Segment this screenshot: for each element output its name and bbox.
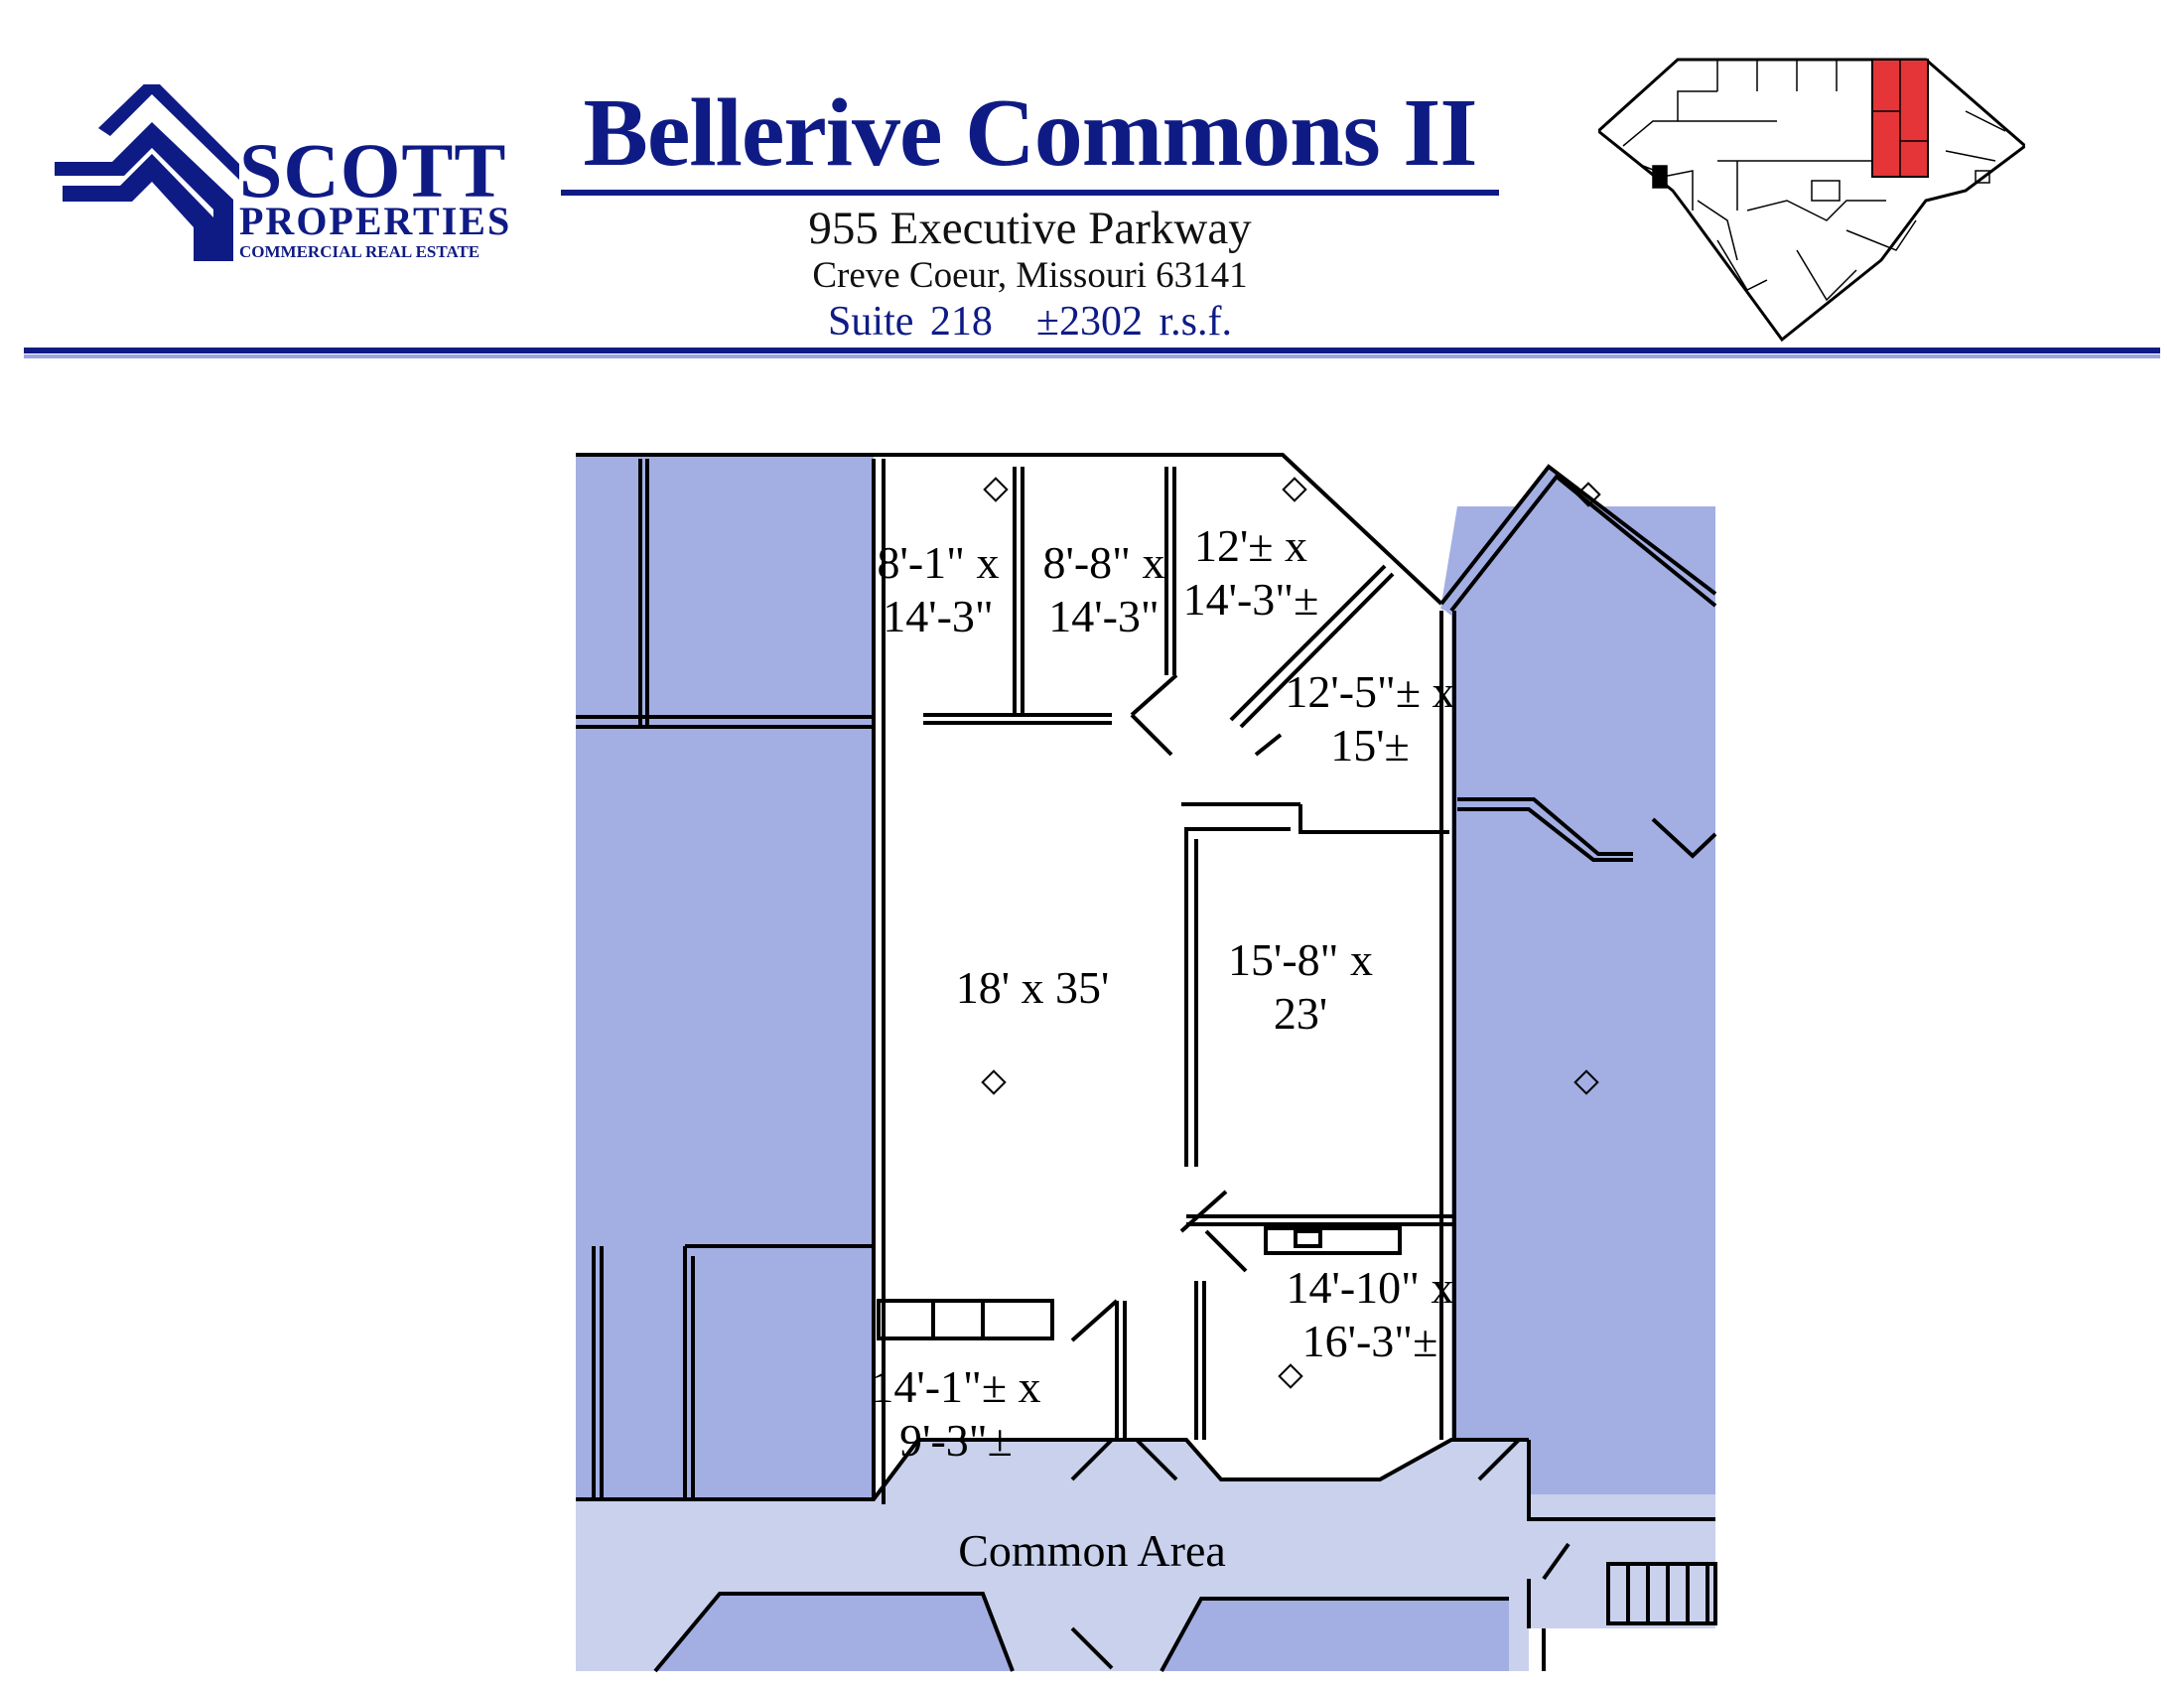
key-plan-outline <box>1598 58 2025 343</box>
suite-area-white <box>874 459 1451 1499</box>
room-dim-line1: 14'-10" x <box>1286 1262 1454 1313</box>
room-dim-line2: 14'-3"± <box>1182 574 1319 626</box>
room-dim-line2: 9'-3"± <box>899 1415 1013 1467</box>
plan-walls <box>576 453 1717 1673</box>
room-dim-line1: 18' x 35' <box>955 962 1110 1013</box>
room-label: 14'-10" x 16'-3"± <box>1287 1261 1454 1369</box>
room-dim-line1: 8'-8" x <box>1042 537 1165 588</box>
logo-properties-text: PROPERTIES <box>239 199 512 243</box>
page-header: Bellerive Commons II 955 Executive Parkw… <box>561 84 1499 348</box>
room-label: 15'-8" x 23' <box>1228 933 1373 1042</box>
room-dim-line2: 14'-3" <box>1048 591 1160 642</box>
page-title: Bellerive Commons II <box>583 79 1478 187</box>
room-dim-line1: 14'-1"± x <box>871 1361 1041 1412</box>
room-label: 18' x 35' <box>956 961 1110 1015</box>
room-label: 8'-8" x 14'-3" <box>1043 536 1165 644</box>
scott-properties-logo: SCOTT PROPERTIES COMMERCIAL REAL ESTATE <box>55 76 521 283</box>
logo-subtitle-text: COMMERCIAL REAL ESTATE <box>239 242 480 261</box>
header-divider <box>24 348 2160 358</box>
lower-neighbor-spaces <box>655 1594 1509 1671</box>
room-dim-line2: 23' <box>1273 988 1328 1040</box>
room-label: 8'-1" x 14'-3" <box>878 536 1000 644</box>
street-address: 955 Executive Parkway <box>808 203 1252 254</box>
chevron-logo-icon <box>55 76 239 261</box>
common-area-label: Common Area <box>958 1525 1226 1576</box>
building-key-plan <box>1598 58 2025 343</box>
suite-number: Suite 218 <box>828 299 993 346</box>
room-label: 14'-1"± x 9'-3"± <box>871 1360 1040 1469</box>
room-dim-line2: 16'-3"± <box>1301 1316 1438 1367</box>
neighbor-tenant-spaces <box>576 453 1715 1500</box>
room-dim-line1: 12'± x <box>1193 520 1308 571</box>
room-label: 12'-5"± x 15'± <box>1285 665 1454 774</box>
room-dim-line1: 15'-8" x <box>1228 934 1373 985</box>
logo-scott-text: SCOTT <box>239 127 507 213</box>
room-dim-line2: 14'-3" <box>883 591 994 642</box>
city-state-zip: Creve Coeur, Missouri 63141 <box>812 254 1248 296</box>
suite-area: ±2302 r.s.f. <box>1035 299 1232 346</box>
title-underline <box>561 190 1499 196</box>
column-markers <box>981 477 1601 1389</box>
room-dim-line1: 8'-1" x <box>877 537 1000 588</box>
room-label: 12'± x 14'-3"± <box>1183 519 1319 628</box>
suite-info: Suite 218 ±2302 r.s.f. <box>561 297 1499 347</box>
room-dim-line2: 15'± <box>1330 720 1410 772</box>
room-dim-line1: 12'-5"± x <box>1285 666 1455 717</box>
key-plan-walls <box>1622 60 2006 302</box>
